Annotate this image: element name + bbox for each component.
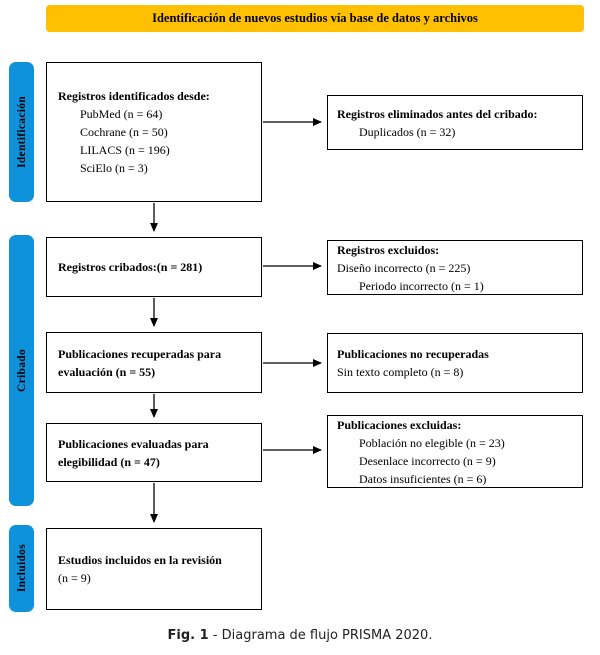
box-publications-assessed-title: Publicaciones evaluadas para elegibilida… bbox=[58, 436, 209, 469]
stage-label-incluidos: Incluidos bbox=[15, 544, 28, 593]
source-scielo: SciElo (n = 3) bbox=[80, 161, 148, 175]
excluded-population: Población no elegible (n = 23) bbox=[359, 435, 505, 450]
box-publications-retrieved: Publicaciones recuperadas para evaluació… bbox=[46, 332, 262, 393]
box-publications-assessed: Publicaciones evaluadas para elegibilida… bbox=[46, 423, 262, 482]
box-publications-excluded-title: Publicaciones excluidas: bbox=[337, 417, 462, 432]
banner-label: Identificación de nuevos estudios vía ba… bbox=[152, 11, 478, 25]
not-retrieved-no-full-text: Sin texto completo (n = 8) bbox=[337, 365, 464, 379]
box-publications-retrieved-title: Publicaciones recuperadas para evaluació… bbox=[58, 346, 222, 379]
figure-caption: Fig. 1 - Diagrama de flujo PRISMA 2020. bbox=[0, 628, 600, 643]
source-pubmed: PubMed (n = 64) bbox=[80, 107, 163, 121]
stage-rail-incluidos: Incluidos bbox=[9, 525, 34, 612]
box-studies-included-title: Estudios incluidos en la revisión bbox=[58, 553, 222, 567]
stage-rail-identificacion: Identificación bbox=[9, 62, 34, 202]
box-records-excluded: Registros excluidos: Diseño incorrecto (… bbox=[327, 240, 583, 295]
box-studies-included: Estudios incluidos en la revisión (n = 9… bbox=[46, 528, 262, 610]
banner-identification-of-new-studies: Identificación de nuevos estudios vía ba… bbox=[46, 5, 584, 32]
box-studies-included-count: (n = 9) bbox=[58, 571, 91, 585]
figure-caption-text: - Diagrama de flujo PRISMA 2020. bbox=[208, 628, 433, 643]
box-records-excluded-title: Registros excluidos: bbox=[337, 242, 440, 257]
excluded-outcome: Desenlace incorrecto (n = 9) bbox=[359, 453, 496, 468]
box-publications-not-retrieved: Publicaciones no recuperadas Sin texto c… bbox=[327, 333, 583, 393]
stage-label-cribado: Cribado bbox=[15, 349, 28, 392]
box-records-identified-title: Registros identificados desde: bbox=[58, 89, 210, 103]
excluded-wrong-design: Diseño incorrecto (n = 225) bbox=[337, 260, 471, 275]
figure-caption-number: Fig. 1 bbox=[167, 628, 209, 643]
source-cochrane: Cochrane (n = 50) bbox=[80, 125, 168, 139]
source-lilacs: LILACS (n = 196) bbox=[80, 143, 170, 157]
box-publications-excluded: Publicaciones excluidas: Población no el… bbox=[327, 415, 583, 488]
box-records-removed-title: Registros eliminados antes del cribado: bbox=[337, 106, 538, 121]
box-publications-not-retrieved-title: Publicaciones no recuperadas bbox=[337, 347, 489, 361]
stage-rail-cribado: Cribado bbox=[9, 235, 34, 506]
box-records-identified: Registros identificados desde: PubMed (n… bbox=[46, 62, 262, 202]
excluded-wrong-period: Periodo incorrecto (n = 1) bbox=[359, 278, 484, 293]
stage-label-identificacion: Identificación bbox=[15, 96, 28, 168]
removed-duplicates: Duplicados (n = 32) bbox=[359, 124, 456, 139]
box-records-screened-title: Registros cribados:(n = 281) bbox=[58, 260, 203, 274]
box-records-screened: Registros cribados:(n = 281) bbox=[46, 237, 262, 297]
box-records-removed: Registros eliminados antes del cribado: … bbox=[327, 95, 583, 150]
excluded-insufficient-data: Datos insuficientes (n = 6) bbox=[359, 471, 487, 486]
